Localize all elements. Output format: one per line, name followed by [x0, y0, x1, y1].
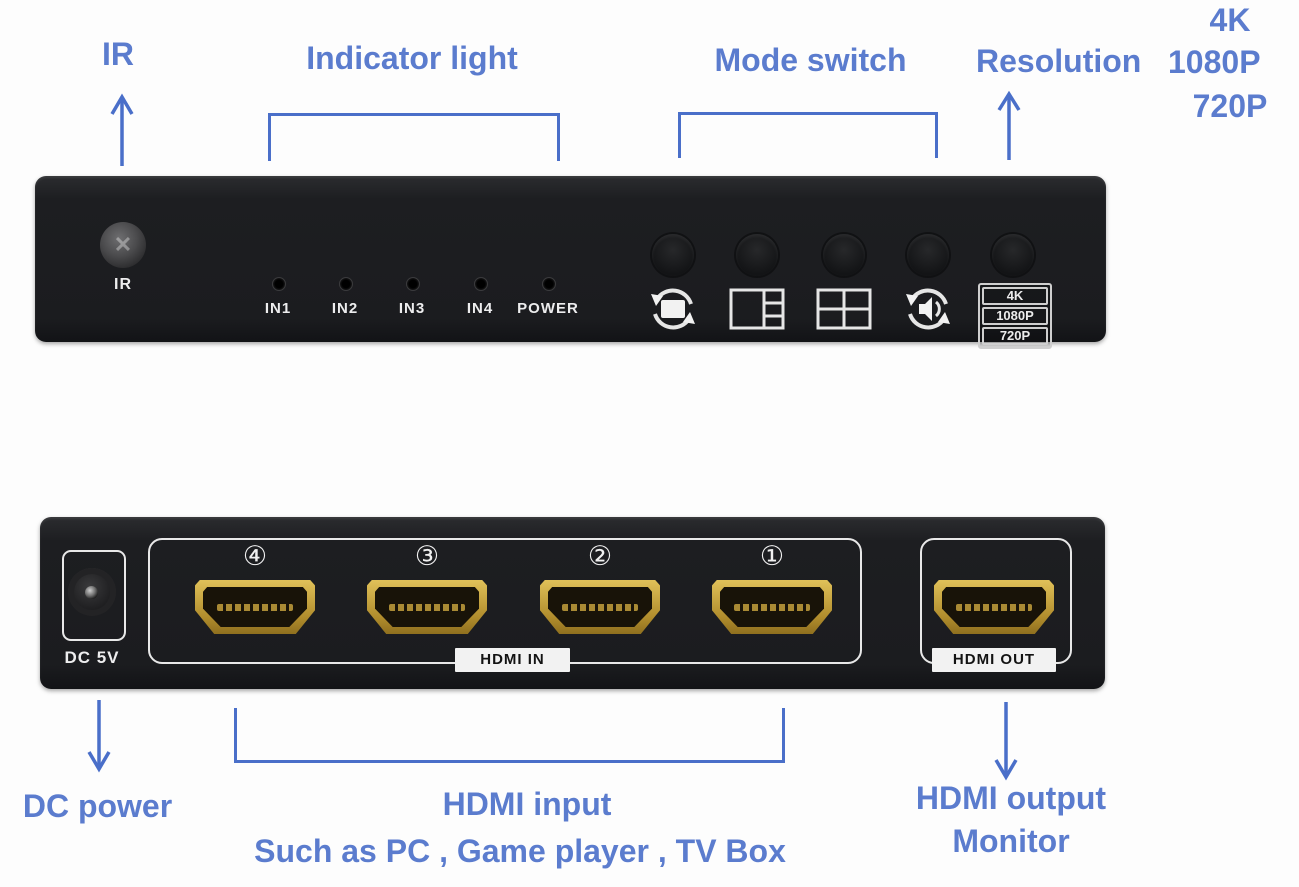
hdmi-input-bracket [234, 708, 785, 763]
hdmi-output-callout-label: HDMI output [915, 780, 1107, 816]
hdmi-in-port-4 [195, 580, 315, 634]
led-in3 [406, 277, 420, 291]
hdmi-cavity [548, 587, 652, 627]
button-quad-grid [823, 234, 865, 276]
led-in1 [272, 277, 286, 291]
hdmi-cavity [203, 587, 307, 627]
hdmi-input-callout-label: HDMI input [442, 786, 612, 822]
led-label-power: POWER [517, 300, 579, 317]
ir-panel-label: IR [114, 276, 132, 293]
resolution-callout-label: Resolution [976, 43, 1142, 79]
hdmi-in-port-2 [540, 580, 660, 634]
badge-4k: 4K [982, 287, 1048, 305]
dc-power-callout-label: DC power [22, 788, 173, 824]
badge-1080p: 1080P [982, 307, 1048, 325]
dc-jack-icon [68, 568, 116, 616]
res-1080p-label: 1080P [1168, 44, 1261, 80]
hdmi-in-port-3 [367, 580, 487, 634]
res-4k-label: 4K [1209, 2, 1251, 38]
mode-switch-callout-label: Mode switch [714, 42, 907, 78]
pip-layout-icon [729, 288, 785, 330]
dc-power-down-arrow [87, 700, 111, 773]
button-pip-layout [736, 234, 778, 276]
indicator-light-callout-label: Indicator light [306, 40, 518, 76]
hdmi-pins [216, 603, 294, 611]
port-number-2: ② [587, 541, 613, 572]
button-cycle-audio [907, 234, 949, 276]
dc-jack-outline [62, 550, 126, 641]
ir-receiver-icon: ✕ [100, 222, 146, 268]
indicator-light-bracket [268, 113, 560, 161]
hdmi-cavity [375, 587, 479, 627]
quad-grid-icon [816, 288, 872, 330]
cycle-audio-icon [906, 288, 950, 330]
hdmi-out-tag: HDMI OUT [932, 648, 1056, 672]
hdmi-cavity [942, 587, 1046, 627]
resolution-up-arrow [997, 90, 1021, 160]
ir-callout-label: IR [102, 36, 134, 72]
led-label-in1: IN1 [264, 300, 292, 317]
hdmi-pins [388, 603, 466, 611]
port-number-4: ④ [242, 541, 268, 572]
res-720p-label: 720P [1192, 88, 1268, 124]
badge-720p: 720P [982, 327, 1048, 345]
led-label-in2: IN2 [331, 300, 359, 317]
hdmi-out-port [934, 580, 1054, 634]
monitor-callout-label: Monitor [952, 823, 1070, 859]
led-power [542, 277, 556, 291]
hdmi-output-down-arrow [994, 702, 1018, 781]
button-cycle-screen [652, 234, 694, 276]
hdmi-pins [561, 603, 639, 611]
hdmi-pins [955, 603, 1033, 611]
led-label-in4: IN4 [466, 300, 494, 317]
port-number-3: ③ [414, 541, 440, 572]
hdmi-input-examples-label: Such as PC , Game player , TV Box [254, 833, 786, 869]
hdmi-pins [733, 603, 811, 611]
cycle-screen-icon [651, 288, 695, 330]
port-number-1: ① [759, 541, 785, 572]
led-label-in3: IN3 [398, 300, 426, 317]
button-resolution [992, 234, 1034, 276]
dc-jack-pin [85, 586, 98, 599]
rear-panel: DC 5V ④ ③ ② ① HDMI IN [40, 517, 1105, 689]
ir-up-arrow [110, 93, 134, 166]
ir-dome-shine: ✕ [113, 232, 133, 257]
front-panel: ✕ IR IN1 IN2 IN3 IN4 POWER [35, 176, 1106, 349]
led-in4 [474, 277, 488, 291]
led-in2 [339, 277, 353, 291]
hdmi-cavity [720, 587, 824, 627]
dc-5v-label: DC 5V [64, 648, 120, 667]
hdmi-in-tag: HDMI IN [455, 648, 570, 672]
mode-switch-bracket [678, 112, 938, 158]
hdmi-in-port-1 [712, 580, 832, 634]
resolution-badge: 4K 1080P 720P [978, 283, 1052, 349]
